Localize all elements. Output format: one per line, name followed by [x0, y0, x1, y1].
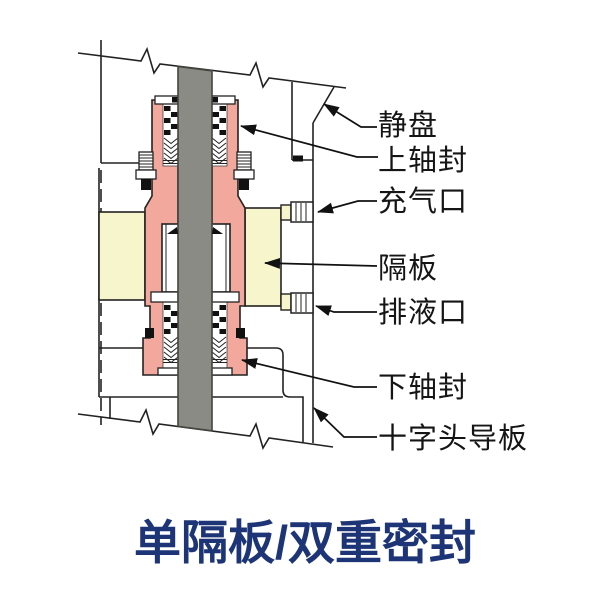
stud-left [135, 151, 157, 190]
leader-drain [315, 305, 377, 316]
leader-lower-seal [241, 358, 377, 388]
partition-plate-shape [98, 201, 314, 314]
leader-gas-inlet [317, 200, 377, 214]
drain-boss [280, 293, 292, 311]
label-static-disc: 静盘 [378, 110, 439, 142]
flange-gasket [293, 155, 303, 162]
lower-gland-cap-right [211, 291, 240, 303]
label-upper-shaft-seal: 上轴封 [378, 145, 469, 177]
leader-partition [264, 257, 378, 269]
detail-marks [145, 97, 245, 338]
stud-right [233, 151, 255, 190]
gas-inlet-boss [280, 204, 292, 221]
leader-lines [240, 103, 378, 438]
label-lower-shaft-seal: 下轴封 [378, 372, 469, 404]
label-gas-inlet-port: 充气口 [378, 186, 469, 218]
leader-upper-seal [240, 124, 378, 158]
lower-seal-notch-right [236, 328, 245, 338]
lower-seal-plate-left [157, 367, 181, 376]
piston-rod [177, 65, 213, 432]
lower-seal-plate-right [209, 367, 233, 376]
lower-seal-notch-left [145, 328, 154, 338]
lower-gland-cap-left [150, 291, 179, 303]
leader-crosshead-guide [313, 407, 377, 438]
vent-marks [167, 227, 223, 234]
diagram-title: 单隔板/双重密封 [133, 516, 477, 569]
static-disc-edge [312, 86, 335, 124]
label-crosshead-guide-plate: 十字头导板 [378, 423, 529, 455]
gas-inlet-fitting [290, 201, 314, 223]
label-partition-plate: 隔板 [378, 253, 439, 285]
drain-fitting [290, 292, 314, 314]
leader-static-disc [323, 103, 377, 128]
label-drain-port: 排液口 [378, 297, 469, 329]
